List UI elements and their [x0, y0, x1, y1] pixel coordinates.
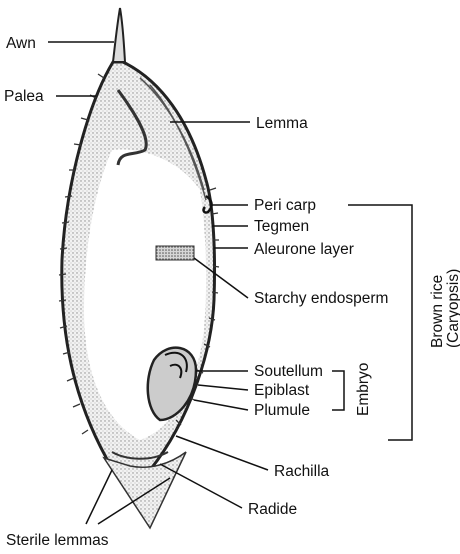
plumule-leader — [194, 400, 248, 410]
group-embryo: Embryo — [355, 363, 372, 416]
label-radicle: Radide — [248, 501, 297, 518]
embryo-shape — [148, 348, 196, 420]
label-tegmen: Tegmen — [254, 218, 309, 235]
grain-illustration — [59, 8, 219, 528]
epiblast-leader — [198, 385, 248, 390]
embryo-bracket — [332, 371, 344, 410]
group-brown-rice: Brown rice — [429, 275, 446, 348]
label-awn: Awn — [6, 35, 36, 52]
label-aleurone: Aleurone layer — [254, 241, 354, 258]
label-lemma: Lemma — [256, 115, 308, 132]
label-pericarp: Peri carp — [254, 197, 316, 214]
group-caryopsis: (Caryopsis) — [445, 269, 460, 348]
aleurone-bar — [156, 246, 194, 260]
label-epiblast: Epiblast — [254, 382, 310, 399]
label-starchy: Starchy endosperm — [254, 290, 388, 307]
rachilla-leader — [176, 436, 268, 470]
label-plumule: Plumule — [254, 402, 310, 419]
label-rachilla: Rachilla — [274, 463, 330, 480]
label-palea: Palea — [4, 88, 44, 105]
label-sterile-lemmas: Sterile lemmas — [6, 532, 109, 549]
sterile-leader-left — [86, 470, 112, 524]
awn-shape — [113, 8, 125, 62]
label-scutellum: Soutellum — [254, 363, 323, 380]
radicle-leader — [160, 464, 242, 508]
